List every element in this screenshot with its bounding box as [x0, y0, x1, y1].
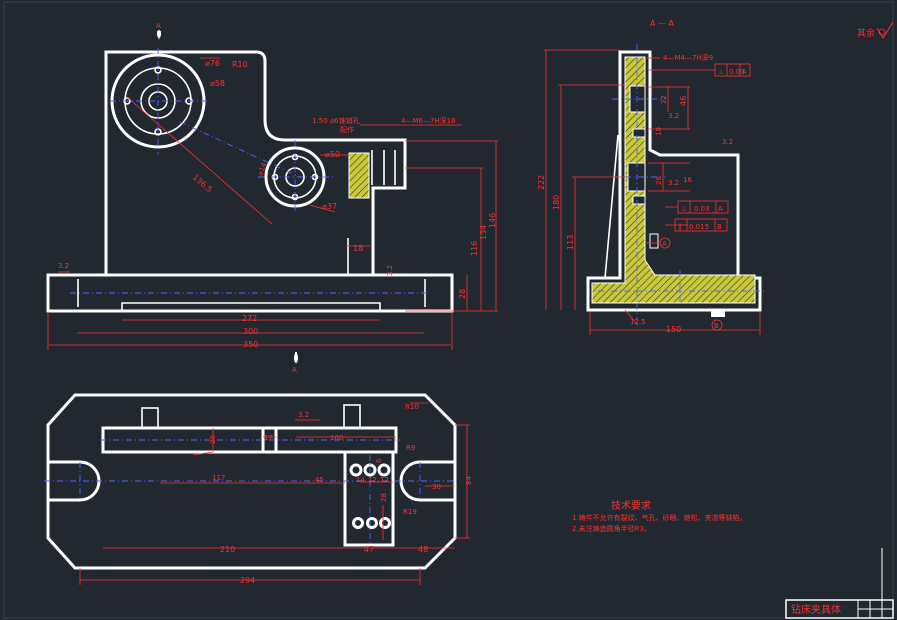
tol2-symbol: ⊥ — [681, 205, 687, 213]
dim-top-d12b: 12 — [380, 476, 389, 484]
top-view-pad — [343, 450, 395, 547]
dim-top-r19: R19 — [403, 508, 417, 516]
dim-top-d6: 6 — [375, 458, 383, 463]
tech-notes-line-2: 2.未注铸造圆角半径R3。 — [572, 524, 651, 533]
dim-top-d45: 45 — [315, 476, 324, 484]
tech-notes-heading: 技术要求 — [611, 499, 651, 512]
front-view-base-plate — [46, 273, 454, 313]
thread-note-front: 4—M6—7H深16 — [401, 116, 456, 125]
dim-top-d84: 84 — [465, 476, 473, 485]
dim-top-d48: 48 — [418, 545, 428, 554]
dim-top-d47: 47 — [364, 545, 374, 554]
section-view: ⊥ 0.03 A ⊥ 0.03 A ∥ 0.015 B A — A 4—M4—7… — [537, 19, 765, 335]
tol3-value: 0.015 — [689, 223, 709, 231]
dim-top-d210: 210 — [220, 545, 235, 554]
section-title: A — A — [650, 19, 675, 28]
dim-h222: 222 — [537, 175, 546, 190]
front-view-base-slot — [121, 302, 381, 311]
dim-top-d28: 28 — [380, 493, 388, 502]
datum-a-label: A — [662, 240, 667, 248]
dim-d76: ⌀76 — [205, 59, 220, 68]
dim-d28: 28 — [655, 176, 663, 185]
roughness-sec-3: 3.2 — [668, 179, 679, 187]
tol2-ref: A — [718, 205, 723, 213]
dim-h28: 28 — [458, 289, 467, 299]
datum-b-label: B — [714, 322, 719, 330]
tolerance-frame-2: ⊥ 0.03 A — [677, 200, 729, 214]
tol1-value: 0.03 — [729, 68, 745, 76]
dim-h113: 113 — [566, 235, 575, 250]
dim-top-d30: 30 — [432, 483, 441, 491]
dim-top-d14: 14 — [356, 476, 365, 484]
roughness-front-2: 3.2 — [386, 265, 394, 276]
tolerance-frame-1: ⊥ 0.03 A — [714, 63, 751, 77]
roughness-other-symbol: 其余 — [857, 21, 894, 39]
tech-notes-line-1: 1.铸件不允许有裂纹、气孔、砂眼、缩松、夹渣等缺陷。 — [572, 513, 747, 522]
roughness-sec-1: 3.2 — [668, 112, 679, 120]
tol1-symbol: ⊥ — [718, 68, 724, 76]
drawing-border — [3, 1, 894, 619]
thread-note-section: 4—M4—7H深9 — [663, 53, 713, 62]
section-mark-bottom: A — [292, 366, 297, 374]
dim-w350: 350 — [243, 340, 258, 349]
dim-d50: ⌀50 — [325, 150, 340, 159]
roughness-sec-2: 3.2 — [722, 138, 733, 146]
front-view-body-outline — [104, 50, 407, 277]
title-block: 钻床夹具体 — [785, 548, 894, 619]
tol3-symbol: ∥ — [678, 223, 682, 231]
section-view-hatch — [591, 56, 756, 304]
section-mark-top: A — [156, 22, 161, 30]
dim-w150: 150 — [666, 325, 681, 334]
top-view-right-slot — [399, 460, 455, 502]
top-view: R10 R9 R19 100 17 20 117 45 14 12 12 6 2… — [44, 393, 473, 585]
roughness-front-1: 3.2 — [58, 262, 69, 270]
dim-w18: 18 — [353, 244, 363, 253]
dim-d12-5: 12.5 — [630, 318, 646, 326]
taper-pin-note: 1:50 ⌀6锥销孔 — [312, 116, 360, 125]
dim-top-r9: R9 — [406, 444, 415, 452]
roughness-top: 3.2 — [298, 411, 309, 419]
dim-d58: ⌀58 — [210, 79, 225, 88]
dim-d22: 22 — [660, 95, 668, 104]
dim-d16: 16 — [683, 176, 692, 184]
dim-top-d294: 294 — [240, 576, 255, 585]
tol3-ref: B — [717, 223, 722, 231]
tol2-value: 0.03 — [694, 205, 710, 213]
dim-top-d17: 17 — [264, 434, 273, 442]
dim-d37: ⌀37 — [322, 202, 337, 211]
dim-r10: R10 — [232, 60, 248, 69]
front-view: A A ⌀76 ⌀58 R10 ⌀50 ⌀37 ⌀14 136.5 1:50 ⌀… — [46, 22, 498, 374]
dim-h146: 146 — [488, 213, 497, 228]
dim-top-r10: R10 — [405, 403, 419, 411]
taper-pin-note-2: 配作 — [340, 125, 354, 134]
tolerance-frame-3: ∥ 0.015 B — [674, 218, 728, 232]
dim-top-d117: 117 — [212, 474, 225, 482]
dim-d10: 10 — [655, 127, 663, 136]
title-block-name: 钻床夹具体 — [791, 603, 841, 616]
dim-d136: 136.5 — [191, 173, 214, 195]
dim-h116: 116 — [470, 241, 479, 256]
dim-w272: 272 — [242, 314, 257, 323]
dim-w300: 300 — [243, 327, 258, 336]
technical-requirements: 技术要求 1.铸件不允许有裂纹、气孔、砂眼、缩松、夹渣等缺陷。 2.未注铸造圆角… — [572, 499, 747, 533]
tol1-ref: A — [742, 68, 747, 76]
front-view-section-insert — [348, 152, 370, 199]
dim-h134: 134 — [479, 225, 488, 240]
dim-top-d12a: 12 — [368, 476, 377, 484]
dim-top-d20: 20 — [209, 435, 217, 444]
dim-h180: 180 — [552, 195, 561, 210]
dim-d46: 46 — [679, 96, 688, 106]
dim-top-d100: 100 — [330, 434, 343, 442]
roughness-other-label: 其余 — [857, 27, 875, 39]
